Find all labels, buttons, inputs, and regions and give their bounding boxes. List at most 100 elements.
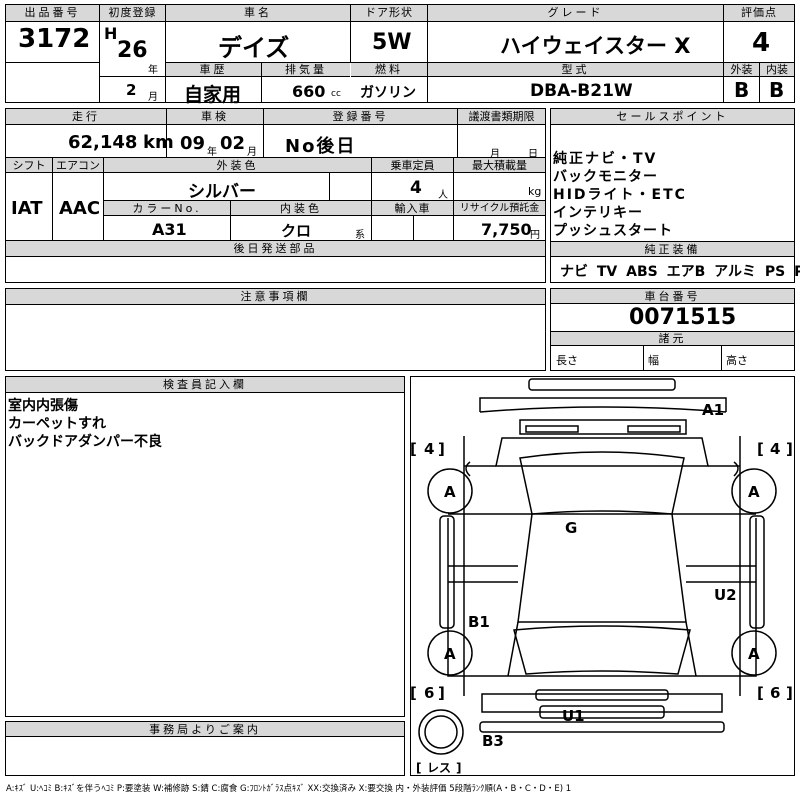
- tire-bracket-close: ]: [786, 684, 793, 702]
- recycle-fee-header: リサイクル預託金: [454, 201, 545, 216]
- tire-bracket-open: [: [757, 440, 764, 458]
- spare-bracket-close: ]: [456, 761, 461, 775]
- tire-tread-rear-right: 6: [770, 684, 780, 702]
- transfer-month-unit: 月: [490, 149, 500, 160]
- displacement-header: 排気量: [262, 63, 350, 77]
- car-diagram: [ 4 ] [ 4 ] [ 6 ] [ 6 ] A A A A A1 G U2 …: [410, 378, 793, 775]
- specs-header: 諸元: [551, 332, 794, 346]
- damage-mark-b3: B3: [482, 732, 504, 750]
- tire-tread-front-left: 4: [424, 440, 434, 458]
- sales-points-header: セールスポイント: [551, 109, 794, 125]
- exterior-color-header: 外装色: [104, 158, 371, 173]
- top-info-block: [5, 4, 795, 103]
- shift-header: シフト: [6, 158, 52, 173]
- aircon: AAC: [59, 198, 101, 219]
- era-letter: H: [104, 24, 118, 43]
- mileage-unit: km: [143, 132, 174, 153]
- wheel-mark-front-left: A: [444, 483, 456, 501]
- exterior-grade: B: [734, 78, 750, 102]
- inspection-year-unit: 年: [207, 147, 217, 158]
- damage-mark-u2: U2: [714, 586, 737, 604]
- lot-number-header: 出品番号: [6, 5, 99, 22]
- color-no-header: カラーNo.: [104, 201, 230, 216]
- transfer-deadline-header: 議渡書類期限: [458, 109, 545, 125]
- mileage: 62,148: [68, 132, 138, 153]
- office-notice-header: 事務局よりご案内: [6, 722, 404, 737]
- wheel-mark-rear-left: A: [444, 645, 456, 663]
- tire-tread-front-right: 4: [770, 440, 780, 458]
- max-load-header: 最大積載量: [454, 158, 545, 173]
- spec-height: 高さ: [726, 354, 748, 367]
- tire-bracket-open: [: [757, 684, 764, 702]
- registration-no-header: 登録番号: [264, 109, 457, 125]
- car-name-header: 車名: [166, 5, 350, 22]
- tire-bracket-open: [: [410, 684, 417, 702]
- spare-label: レス: [427, 761, 451, 775]
- first-registration-header: 初度登録: [100, 5, 165, 22]
- vehicle-history: 自家用: [184, 84, 242, 106]
- inspection-header: 車検: [167, 109, 263, 125]
- color-no: A31: [152, 220, 187, 239]
- recycle-fee: 7,750: [481, 220, 532, 239]
- displacement-unit: cc: [331, 89, 341, 99]
- damage-mark-g: G: [565, 519, 577, 537]
- exterior-color: シルバー: [188, 182, 256, 202]
- door-type: 5W: [372, 30, 412, 55]
- spare-bracket-open: [: [416, 761, 421, 775]
- genuine-equipment: ナビ TV ABS エアB アルミ PS PW: [560, 264, 800, 280]
- sales-point-item: 純正ナビ・TV: [553, 151, 658, 167]
- notes-block: [5, 288, 546, 371]
- model-type: DBA-B21W: [530, 81, 633, 101]
- damage-mark-b1: B1: [468, 613, 490, 631]
- year-unit: 年: [148, 65, 158, 76]
- interior-header: 内装: [760, 63, 794, 77]
- tire-tread-rear-left: 6: [424, 684, 434, 702]
- capacity-header: 乗車定員: [372, 158, 453, 173]
- capacity: 4: [410, 178, 422, 198]
- inspector-note: 室内内張傷: [8, 398, 78, 414]
- score-header: 評価点: [724, 5, 794, 22]
- interior-color-header: 内装色: [231, 201, 371, 216]
- spec-width: 幅: [648, 354, 659, 367]
- inspector-notes-header: 検査員記入欄: [6, 377, 404, 393]
- sales-point-item: インテリキー: [553, 205, 643, 221]
- lot-number: 3172: [18, 24, 91, 54]
- inspection-year: 09: [180, 133, 206, 154]
- displacement: 660: [292, 82, 326, 101]
- month-unit: 月: [148, 92, 158, 103]
- sales-point-item: プッシュスタート: [553, 223, 673, 239]
- tire-bracket-close: ]: [438, 440, 445, 458]
- exterior-header: 外装: [724, 63, 759, 77]
- aircon-header: エアコン: [53, 158, 103, 173]
- registration-no: No後日: [285, 136, 357, 157]
- interior-color: クロ: [281, 222, 312, 240]
- tire-bracket-close: ]: [786, 440, 793, 458]
- genuine-equipment-header: 純正装備: [551, 242, 794, 257]
- transfer-day-unit: 日: [528, 149, 538, 160]
- sales-point-item: HIDライト・ETC: [553, 187, 687, 203]
- tire-bracket-close: ]: [438, 684, 445, 702]
- chassis-no: 0071515: [629, 305, 737, 330]
- spec-length: 長さ: [556, 354, 578, 367]
- score: 4: [752, 28, 771, 58]
- registration-year: 26: [117, 38, 148, 63]
- sales-points-block: [550, 108, 795, 283]
- model-type-header: 型式: [428, 63, 723, 77]
- notes-header: 注意事項欄: [6, 289, 545, 305]
- mileage-header: 走行: [6, 109, 166, 125]
- door-type-header: ドア形状: [351, 5, 427, 22]
- chassis-block: [550, 288, 795, 371]
- tire-bracket-left-front: [: [410, 440, 417, 458]
- interior-grade: B: [769, 78, 785, 102]
- inspection-month: 02: [220, 133, 246, 154]
- wheel-mark-front-right: A: [748, 483, 760, 501]
- inspector-note: カーペットすれ: [8, 416, 106, 432]
- deferred-parts-header: 後日発送部品: [6, 241, 545, 257]
- damage-mark-u1: U1: [562, 707, 585, 725]
- chassis-no-header: 車台番号: [551, 289, 794, 304]
- registration-month: 2: [126, 81, 137, 99]
- inspector-note: バックドアダンパー不良: [8, 434, 162, 450]
- vehicle-detail-block: [5, 108, 546, 283]
- fuel: ガソリン: [360, 85, 416, 101]
- grade-header: グレード: [428, 5, 723, 22]
